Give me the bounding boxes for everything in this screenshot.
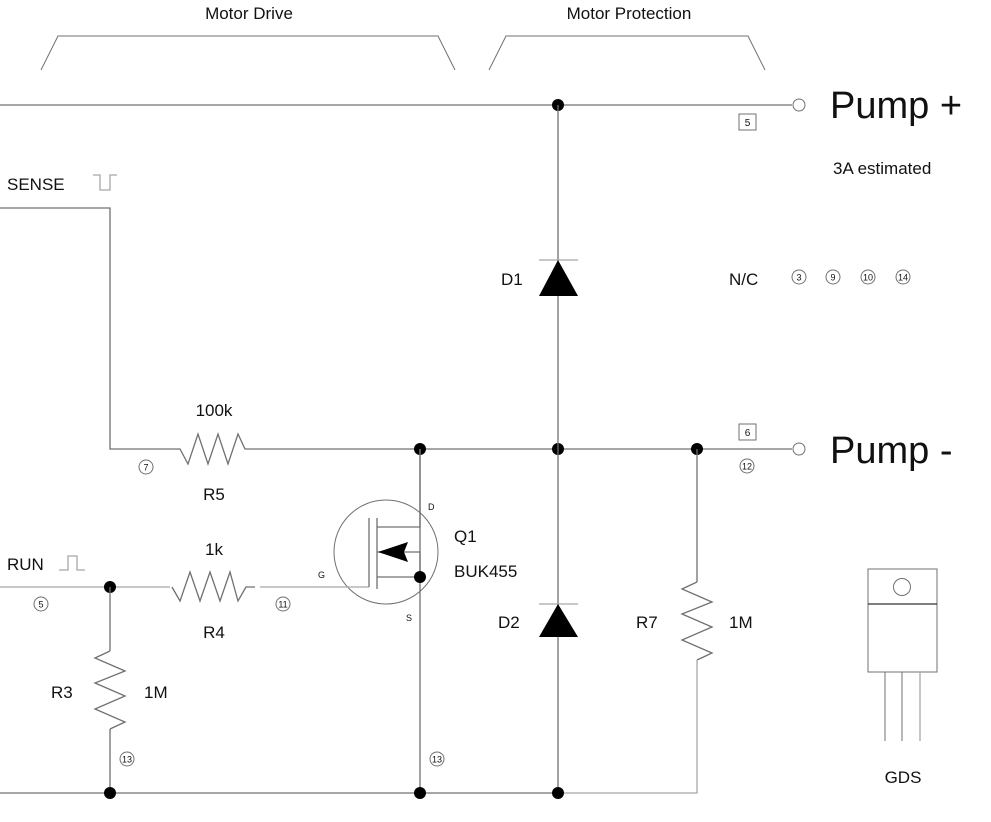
pump-plus-terminal[interactable]: [792, 98, 806, 112]
svg-text:9: 9: [830, 273, 835, 283]
diode-d2[interactable]: [539, 603, 578, 637]
net-number: 12: [742, 462, 752, 472]
r3-ref: R3: [51, 683, 73, 702]
r4-value: 1k: [205, 540, 223, 559]
q1-part-number: BUK455: [454, 562, 517, 581]
motor-protection-heading: Motor Protection: [567, 4, 692, 23]
pump-minus-label: Pump -: [830, 430, 952, 472]
net-marker: [119, 751, 135, 767]
r7-wire: [558, 660, 698, 794]
net-number: 11: [278, 600, 287, 610]
net-marker: [739, 458, 755, 474]
motor-drive-heading: Motor Drive: [205, 4, 293, 23]
svg-text:3: 3: [796, 273, 801, 283]
mosfet-q1[interactable]: [0, 449, 439, 605]
motor-drive-bracket: [40, 35, 456, 71]
r3-value: 1M: [144, 683, 168, 702]
nc-net-list: 3 9 10 14: [791, 269, 911, 285]
r7-value: 1M: [729, 613, 753, 632]
pin-box-5: [738, 113, 757, 131]
net-marker: [275, 596, 291, 612]
pump-minus-terminal[interactable]: [792, 442, 806, 456]
package-pinout-label: GDS: [885, 768, 922, 787]
negative-pulse-icon: [93, 174, 117, 191]
resistor-r7[interactable]: [680, 581, 714, 661]
r5-value: 100k: [196, 401, 233, 420]
nc-label: N/C: [729, 270, 758, 289]
net-number: 7: [143, 463, 148, 473]
resistor-r3[interactable]: [93, 650, 127, 730]
sense-label: SENSE: [7, 175, 65, 194]
pump-plus-label: Pump +: [830, 85, 962, 127]
r4-ref: R4: [203, 623, 225, 642]
resistor-r4[interactable]: [170, 569, 260, 604]
source-pin-label: S: [406, 613, 412, 623]
svg-text:14: 14: [898, 273, 908, 283]
svg-text:10: 10: [863, 273, 873, 283]
resistor-r5[interactable]: [175, 431, 255, 467]
gate-pin-label: G: [318, 570, 325, 580]
net-marker: [138, 459, 154, 475]
run-label: RUN: [7, 555, 44, 574]
r7-ref: R7: [636, 613, 658, 632]
diode-d1[interactable]: [539, 259, 578, 296]
r5-ref: R5: [203, 485, 225, 504]
sense-wire: [0, 207, 175, 450]
pin-number: 6: [745, 428, 751, 439]
d1-ref: D1: [501, 270, 523, 289]
motor-protection-bracket: [488, 35, 766, 71]
net-marker: [33, 596, 49, 612]
current-estimate-note: 3A estimated: [833, 159, 931, 178]
q1-ref: Q1: [454, 527, 477, 546]
pin-box-6: [738, 423, 757, 441]
positive-pulse-icon: [59, 555, 85, 571]
net-number: 5: [38, 600, 43, 610]
junction-dot: [104, 787, 116, 799]
net-marker: [429, 751, 445, 767]
net-number: 13: [122, 755, 132, 765]
pin-number: 5: [745, 118, 751, 129]
drain-pin-label: D: [428, 502, 435, 512]
junction-dot: [552, 787, 564, 799]
junction-dot: [414, 787, 426, 799]
to220-package-icon: [867, 568, 938, 741]
d2-ref: D2: [498, 613, 520, 632]
net-number: 13: [432, 755, 442, 765]
